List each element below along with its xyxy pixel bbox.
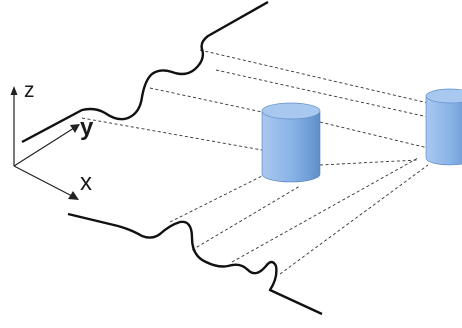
axis-triad bbox=[10, 86, 80, 200]
y-axis bbox=[13, 127, 75, 167]
projection-line bbox=[231, 157, 419, 263]
projection-line bbox=[319, 121, 429, 149]
cylinder-far-top bbox=[425, 88, 462, 104]
projection-lines bbox=[81, 49, 429, 275]
top-profile-curve bbox=[21, 0, 269, 144]
cylinder-far bbox=[425, 88, 462, 166]
z-axis-arrowhead bbox=[10, 86, 18, 95]
cylinder-near bbox=[261, 102, 321, 183]
projection-line bbox=[191, 185, 301, 251]
cylinder-near-body bbox=[261, 111, 321, 183]
cylinder-far-body bbox=[425, 96, 462, 166]
x-axis bbox=[13, 165, 73, 197]
cylinder-near-top bbox=[261, 102, 321, 120]
z-axis-label: z bbox=[24, 79, 35, 102]
y-axis-arrowhead bbox=[70, 124, 80, 133]
projection-line bbox=[169, 175, 263, 223]
projection-line bbox=[215, 69, 429, 118]
projection-line bbox=[199, 49, 429, 104]
projection-line bbox=[149, 87, 263, 113]
projection-line bbox=[81, 117, 263, 151]
y-axis-label: y bbox=[80, 114, 94, 141]
bottom-profile-curve bbox=[67, 212, 323, 316]
x-axis-arrowhead bbox=[68, 191, 79, 200]
projection-line bbox=[319, 159, 419, 166]
x-axis-label: x bbox=[80, 169, 92, 196]
